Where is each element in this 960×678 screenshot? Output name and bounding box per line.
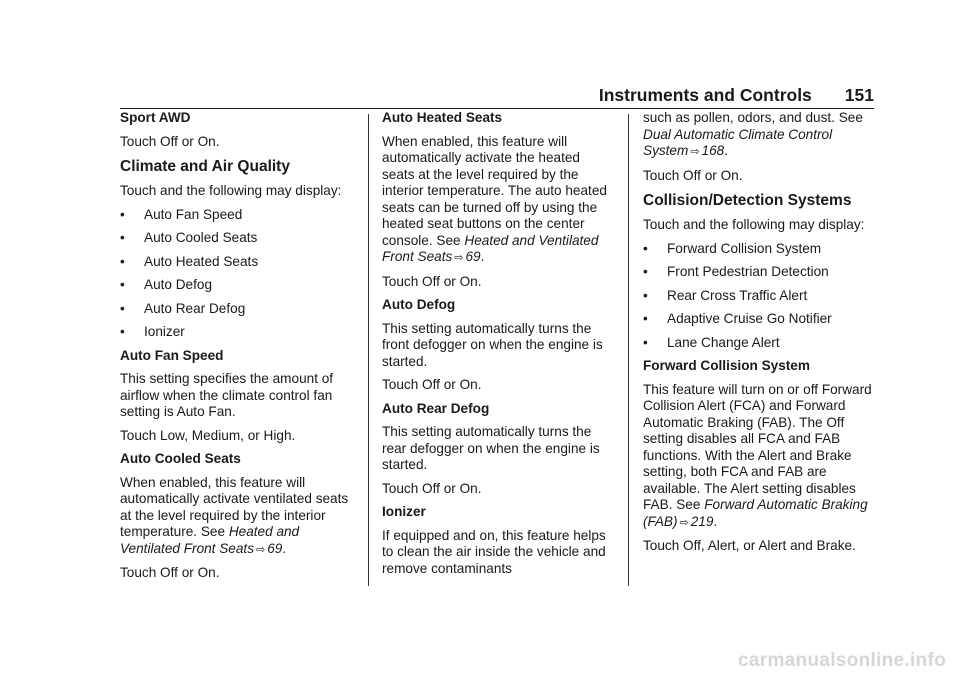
period: . [282,540,287,556]
list-item-label: Ionizer [144,324,185,339]
auto-heated-seats-text: When enabled, this feature will automati… [382,134,616,267]
list-item-label: Auto Defog [144,277,213,292]
auto-defog-options: Touch Off or On. [382,377,482,392]
forward-collision-system-options: Touch Off, Alert, or Alert and Brake. [643,538,856,553]
list-item: • Rear Cross Traffic Alert [643,288,879,305]
cross-reference-page[interactable]: 69 [267,540,283,556]
body-text: This feature will turn on or off Forward… [643,381,872,513]
forward-collision-system-text: This feature will turn on or off Forward… [643,382,879,532]
list-item-label: Auto Heated Seats [144,253,259,269]
auto-cooled-seats-text: When enabled, this feature will automati… [120,475,352,559]
column-divider [368,114,369,586]
ionizer-text: If equipped and on, this feature helps t… [382,527,606,576]
page-ref-arrow-icon: ⇨ [256,543,266,556]
list-item: • Auto Fan Speed [120,207,352,224]
page-ref-arrow-icon: ⇨ [679,516,689,529]
list-item-label: Auto Rear Defog [144,300,246,316]
column-3: such as pollen, odors, and dust. See Dua… [643,110,879,562]
bullet: • [643,311,648,326]
section-title: Instruments and Controls [598,85,812,105]
list-item-label: Forward Collision System [667,240,822,256]
bullet: • [120,300,125,316]
list-item-label: Lane Change Alert [667,334,780,350]
period: . [713,513,718,529]
list-item-label: Auto Fan Speed [144,206,243,222]
auto-heated-seats-options: Touch Off or On. [382,273,482,289]
climate-intro: Touch and the following may display: [120,183,342,198]
cross-reference-link[interactable]: Heated and Ventilated Front Seats [120,524,300,556]
collision-intro: Touch and the following may display: [643,217,865,232]
auto-fan-speed-heading: Auto Fan Speed [120,347,224,363]
list-item: • Auto Defog [120,277,352,294]
list-item-label: Auto Cooled Seats [144,230,258,245]
list-item: • Auto Cooled Seats [120,230,352,247]
body-text: such as pollen, odors, and dust. See [643,110,863,125]
cross-reference-link[interactable]: Dual Automatic Climate Control System [643,126,833,159]
auto-defog-heading: Auto Defog [382,297,456,312]
cross-reference-page[interactable]: 168 [701,143,725,158]
bullet: • [120,253,125,269]
auto-cooled-seats-heading: Auto Cooled Seats [120,451,241,466]
list-item: • Auto Rear Defog [120,301,352,318]
forward-collision-system-heading: Forward Collision System [643,358,810,373]
sport-awd-heading: Sport AWD [120,110,191,125]
auto-defog-text: This setting automatically turns the fro… [382,320,603,369]
auto-rear-defog-heading: Auto Rear Defog [382,400,490,416]
column-divider [628,114,629,586]
page-header: Instruments and Controls 151 [120,80,874,109]
cross-reference-link[interactable]: Heated and Ventilated Front Seats [382,232,599,265]
auto-fan-speed-options: Touch Low, Medium, or High. [120,427,296,443]
page-number: 151 [844,85,874,105]
ionizer-text-continued: such as pollen, odors, and dust. See Dua… [643,110,879,161]
period: . [480,249,485,264]
page-ref-arrow-icon: ⇨ [690,146,700,158]
cross-reference-page[interactable]: 219 [690,513,714,529]
column-2: Auto Heated Seats When enabled, this fea… [382,110,616,584]
list-item: • Ionizer [120,324,352,341]
list-item: • Auto Heated Seats [120,254,352,271]
bullet: • [643,287,648,303]
cross-reference-page[interactable]: 69 [465,249,481,264]
list-item-label: Front Pedestrian Detection [667,264,829,279]
ionizer-heading: Ionizer [382,504,426,519]
list-item: • Forward Collision System [643,241,879,258]
list-item: • Lane Change Alert [643,335,879,352]
auto-cooled-seats-options: Touch Off or On. [120,565,220,580]
list-item: • Front Pedestrian Detection [643,264,879,281]
body-text: When enabled, this feature will automati… [382,133,607,248]
auto-heated-seats-heading: Auto Heated Seats [382,110,503,125]
bullet: • [120,277,125,292]
cross-reference-link[interactable]: Forward Automatic Braking (FAB) [643,497,868,529]
list-item-label: Rear Cross Traffic Alert [667,287,808,303]
bullet: • [643,334,648,350]
auto-fan-speed-text: This setting specifies the amount of air… [120,371,334,419]
list-item: • Adaptive Cruise Go Notifier [643,311,879,328]
body-text: When enabled, this feature will automati… [120,474,349,540]
column-1: Sport AWD Touch Off or On. Climate and A… [120,110,352,589]
page-ref-arrow-icon: ⇨ [454,252,464,264]
bullet: • [120,206,125,222]
climate-air-quality-heading: Climate and Air Quality [120,158,290,175]
watermark: carmanualsonline.info [738,650,946,671]
bullet: • [120,230,125,245]
bullet: • [120,324,125,339]
auto-rear-defog-options: Touch Off or On. [382,480,482,496]
bullet: • [643,240,648,256]
auto-rear-defog-text: This setting automatically turns the rea… [382,424,600,472]
bullet: • [643,264,648,279]
period: . [724,143,729,158]
collision-detection-heading: Collision/Detection Systems [643,192,852,209]
list-item-label: Adaptive Cruise Go Notifier [667,311,832,326]
ionizer-options: Touch Off or On. [643,167,743,183]
sport-awd-text: Touch Off or On. [120,133,220,149]
